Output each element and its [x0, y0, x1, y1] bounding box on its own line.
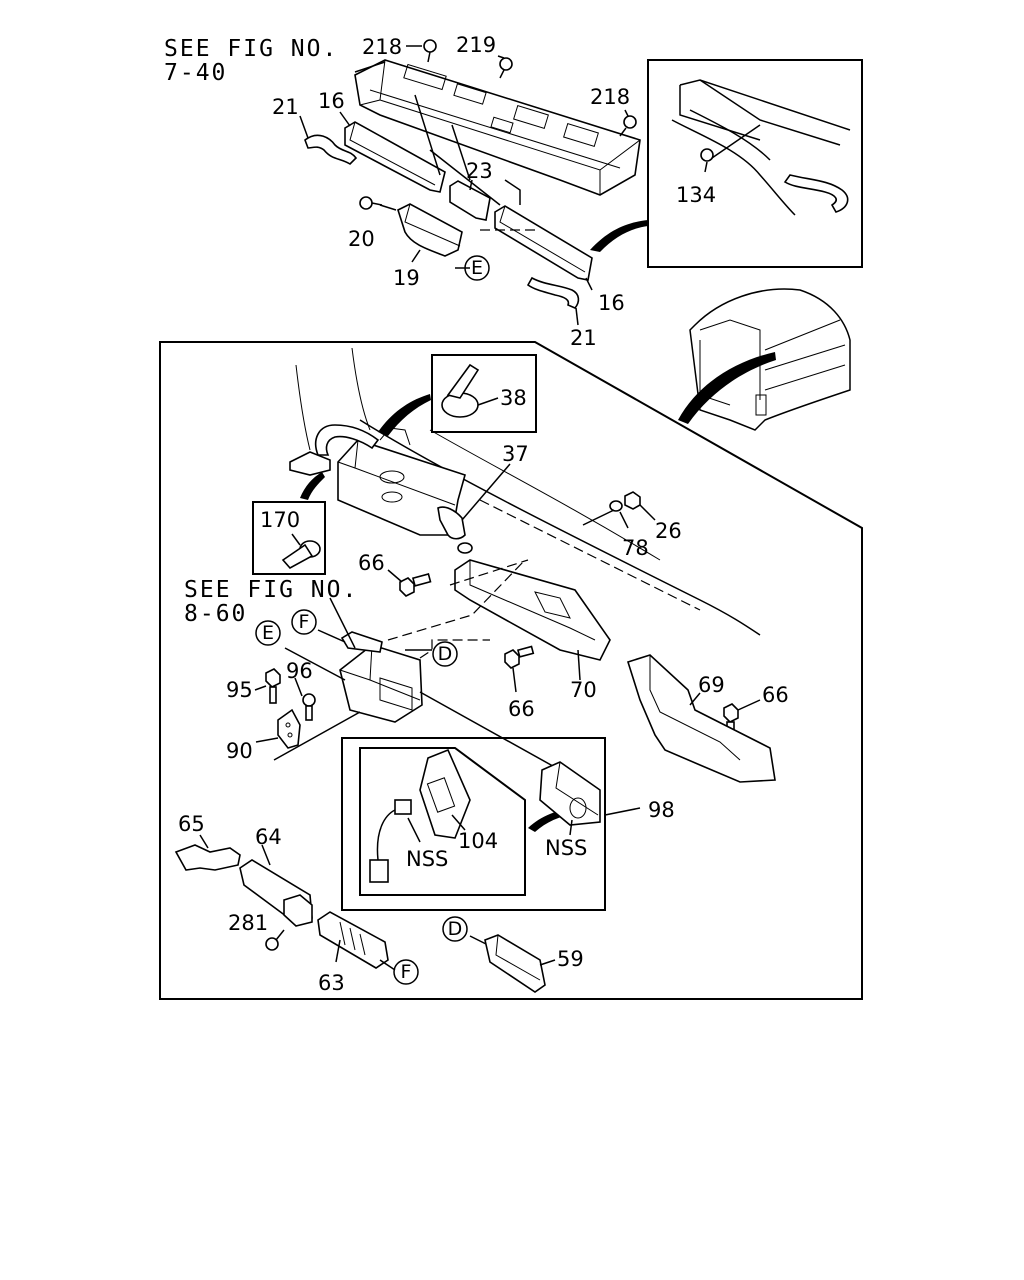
arrow-cab: [678, 352, 776, 424]
arrow-to-inset: [590, 220, 648, 252]
callout-66-middle: 66: [508, 697, 535, 721]
duct-63: [317, 911, 396, 971]
duct-69: [626, 654, 776, 783]
main-frame: [159, 341, 863, 1000]
hose-21-left: [304, 134, 358, 166]
connector-circle-f-mid: [291, 609, 317, 635]
duct-64: [239, 844, 313, 927]
clamp-38: [441, 363, 499, 418]
see-fig-ref-top: SEE FIG NO.: [164, 36, 338, 62]
callout-63: 63: [318, 971, 345, 995]
callout-26: 26: [655, 519, 682, 543]
callout-nss-harness: NSS: [406, 847, 448, 871]
see-fig-ref-middle: SEE FIG NO.: [184, 577, 358, 603]
bolt-95: [265, 668, 281, 704]
svg-text:D: D: [438, 643, 453, 665]
callout-64: 64: [255, 825, 282, 849]
svg-text:E: E: [471, 257, 483, 279]
harness-plug-nss: [369, 799, 421, 883]
blower-unit: [339, 631, 423, 723]
svg-text:F: F: [401, 961, 412, 983]
callout-21-left: 21: [272, 95, 299, 119]
truck-cab-outline: [689, 288, 851, 431]
callout-95: 95: [226, 678, 253, 702]
bolt-66-upper: [387, 569, 432, 597]
see-fig-ref-top-number: 7-40: [164, 60, 227, 86]
callout-23: 23: [466, 159, 493, 183]
callout-69: 69: [698, 673, 725, 697]
callout-218-top: 218: [362, 35, 402, 59]
callout-38: 38: [500, 386, 527, 410]
bracket-90: [277, 708, 301, 749]
cab-harness-detail: [671, 79, 851, 216]
screw-218-right: [619, 115, 637, 137]
callout-66-right: 66: [762, 683, 789, 707]
screw-96: [302, 693, 316, 721]
callout-98: 98: [648, 798, 675, 822]
connector-104: [419, 748, 471, 839]
screw-219: [499, 57, 513, 79]
callout-37: 37: [502, 442, 529, 466]
callout-16-right: 16: [598, 291, 625, 315]
callout-65: 65: [178, 812, 205, 836]
inset-frame-connector-104: [359, 747, 526, 896]
part-23: [449, 180, 491, 221]
callout-59: 59: [557, 947, 584, 971]
clamp-37-ring: [457, 542, 473, 554]
connector-circle-d-bottom: [442, 916, 468, 942]
see-fig-ref-middle-number: 8-60: [184, 601, 247, 627]
duct-70: [454, 559, 611, 681]
connector-circle-e-mid: [255, 620, 281, 646]
dash-panel: [354, 59, 641, 196]
callout-19: 19: [393, 266, 420, 290]
hose-21-right: [526, 276, 580, 309]
callout-104: 104: [458, 829, 498, 853]
callout-20: 20: [348, 227, 375, 251]
hose-37: [437, 506, 466, 540]
callout-170: 170: [260, 508, 300, 532]
clip-170: [281, 533, 321, 570]
callout-70: 70: [570, 678, 597, 702]
inset-frame-clip-170: [252, 501, 326, 575]
callout-219: 219: [456, 33, 496, 57]
svg-text:F: F: [299, 611, 310, 633]
connector-98: [539, 761, 601, 836]
nut-26: [624, 491, 656, 521]
duct-16-left: [344, 121, 446, 193]
screw-20: [359, 196, 383, 210]
connector-circle-f-bottom: [393, 959, 419, 985]
connector-circle-e-top: [464, 255, 490, 281]
arrow-to-clip: [300, 472, 325, 500]
svg-text:E: E: [262, 622, 274, 644]
callout-78: 78: [622, 536, 649, 560]
callout-134: 134: [676, 183, 716, 207]
callout-281: 281: [228, 911, 268, 935]
inset-frame-connector-98: [341, 737, 606, 911]
callout-90: 90: [226, 739, 253, 763]
inset-frame-clamp-38: [431, 354, 537, 433]
callout-96: 96: [286, 659, 313, 683]
callout-218-right: 218: [590, 85, 630, 109]
duct-59: [469, 934, 556, 993]
bolt-66-middle: [504, 645, 535, 693]
duct-16-right: [494, 205, 593, 281]
screw-218-top: [423, 39, 437, 63]
callout-nss-connector: NSS: [545, 836, 587, 860]
screw-281: [265, 929, 285, 951]
callout-16-left: 16: [318, 89, 345, 113]
arrow-to-clamp: [378, 394, 431, 436]
duct-65: [174, 834, 241, 871]
washer-78: [582, 500, 629, 529]
callout-66-upper: 66: [358, 551, 385, 575]
connector-circle-d-mid: [432, 641, 458, 667]
callout-21-right: 21: [570, 326, 597, 350]
part-19: [397, 203, 463, 257]
inset-frame-cab-harness: [647, 59, 863, 268]
svg-text:D: D: [448, 918, 463, 940]
